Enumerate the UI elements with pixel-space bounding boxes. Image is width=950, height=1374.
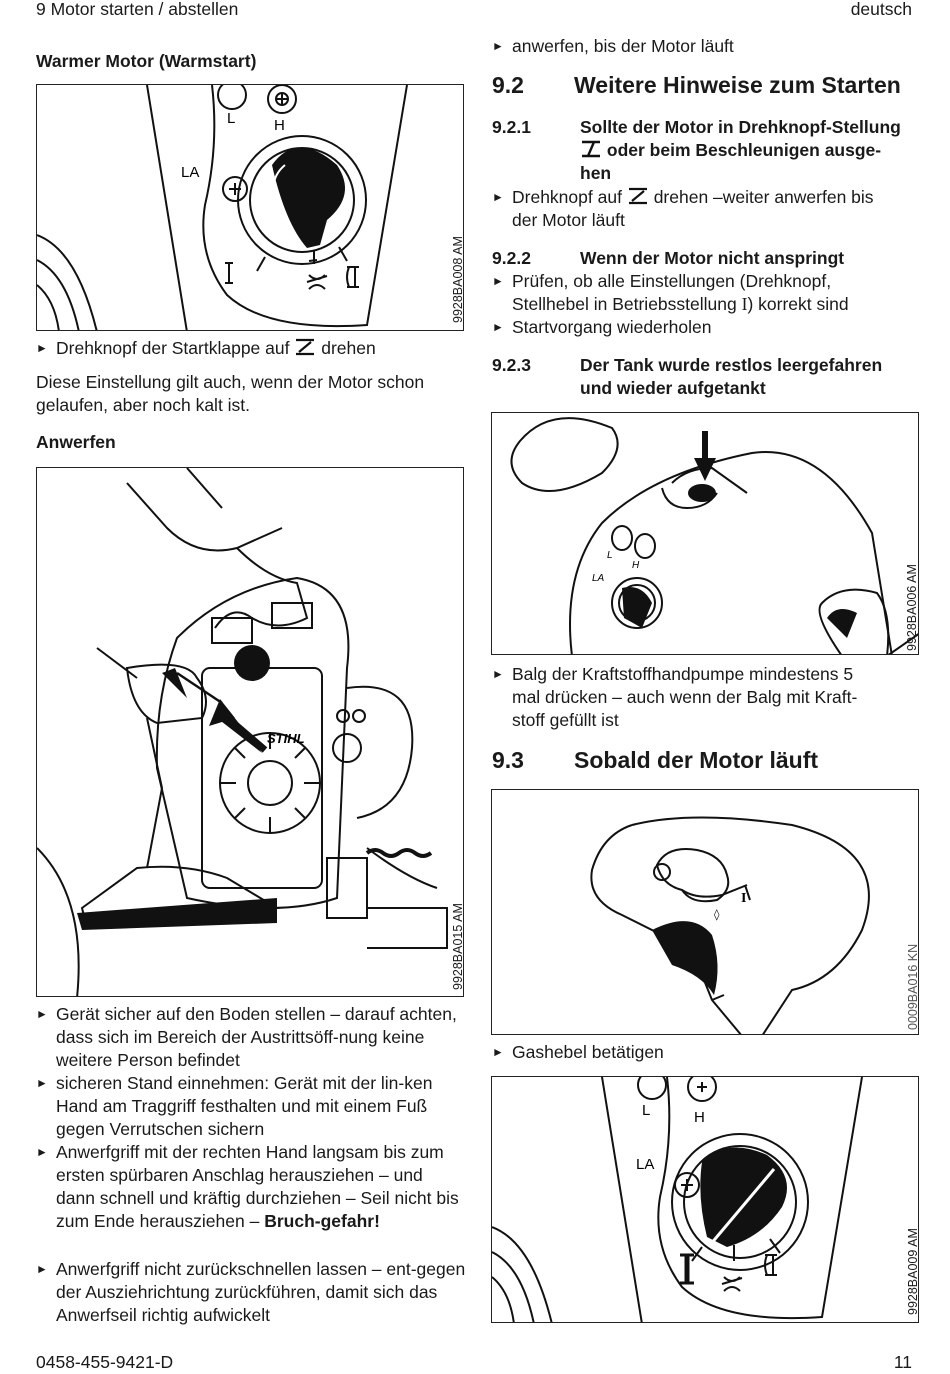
run-position-symbol: I bbox=[741, 294, 748, 314]
figure-code-2: 9928BA015 AM bbox=[451, 903, 464, 990]
section-9-3-number: 9.3 bbox=[492, 747, 524, 773]
bullet-guide-back-starter: ► Anwerfgriff nicht zurückschnellen lasse… bbox=[36, 1258, 466, 1327]
fig3-label-la: LA bbox=[592, 573, 605, 584]
section-9-3-title: Sobald der Motor läuft bbox=[574, 747, 819, 773]
running-header-section: 9 Motor starten / abstellen bbox=[36, 0, 239, 19]
stihl-brand-label: STIHL bbox=[267, 731, 305, 746]
starting-procedure-illustration: STIHL bbox=[37, 468, 448, 996]
figure-fuel-pump-bulb: L H LA 9928BA006 AM bbox=[491, 412, 919, 655]
figure-choke-knob-run: L H LA 9928BA009 AM bbox=[491, 1076, 919, 1323]
bullet-marker: ► bbox=[492, 667, 504, 681]
title-line-2-text: oder beim Beschleunigen ausge- bbox=[606, 140, 882, 160]
bullet-text-b: Stellhebel in Betriebsstellung bbox=[512, 294, 737, 314]
bullet-text: anwerfen, bis der Motor läuft bbox=[512, 36, 734, 56]
bullet-marker: ► bbox=[36, 1145, 48, 1159]
bullet-marker: ► bbox=[492, 320, 504, 334]
bullet-text: Gerät sicher auf den Boden stellen – dar… bbox=[56, 1004, 457, 1070]
note-warm-engine: Diese Einstellung gilt auch, wenn der Mo… bbox=[36, 372, 425, 415]
bullet-text-a: Prüfen, ob alle Einstellungen (Drehknopf… bbox=[512, 271, 832, 291]
fig3-label-l: L bbox=[607, 550, 613, 561]
figure-code-3: 9928BA006 AM bbox=[905, 564, 919, 651]
bullet-turn-choke-knob: ► Drehknopf der Startklappe auf drehen bbox=[36, 337, 476, 360]
running-header-language: deutsch bbox=[850, 0, 912, 19]
bullet-text: Startvorgang wiederholen bbox=[512, 317, 712, 337]
section-9-2-2-number: 9.2.2 bbox=[492, 248, 531, 268]
bullet-text-post: drehen bbox=[321, 338, 376, 358]
bullet-marker: ► bbox=[492, 39, 504, 53]
bullet-place-device: ► Gerät sicher auf den Boden stellen – da… bbox=[36, 1003, 466, 1072]
fig4-stop-mark: ◊ bbox=[714, 908, 720, 921]
bullet-turn-knob-keep-cranking: ► Drehknopf auf drehen –weiter anwerfen … bbox=[492, 186, 942, 232]
fig1-label-la: LA bbox=[181, 164, 199, 181]
figure-code-5: 9928BA009 AM bbox=[906, 1228, 919, 1315]
bullet-line-1: Balg der Kraftstoffhandpumpe mindestens … bbox=[512, 664, 854, 684]
figure-choke-knob-warmstart: L H LA 9928BA008 AM bbox=[36, 84, 464, 331]
bullet-check-settings: ► Prüfen, ob alle Einstellungen (Drehkno… bbox=[492, 270, 942, 316]
warm-start-symbol-icon bbox=[628, 187, 647, 205]
title-line-1: Sollte der Motor in Drehknopf-Stellung bbox=[580, 117, 901, 137]
title-line-1: Der Tank wurde restlos leergefahren bbox=[580, 355, 883, 375]
warm-start-symbol-icon bbox=[296, 338, 315, 356]
bullet-marker: ► bbox=[492, 274, 504, 288]
fig5-label-la: LA bbox=[636, 1156, 654, 1173]
fig5-label-h: H bbox=[694, 1109, 705, 1126]
bullet-text-pre: Drehknopf der Startklappe auf bbox=[56, 338, 290, 358]
throttle-lever-illustration: I ◊ bbox=[590, 816, 870, 1034]
section-9-2-title: Weitere Hinweise zum Starten bbox=[574, 72, 901, 98]
bullet-marker: ► bbox=[36, 1076, 48, 1090]
section-9-2-number: 9.2 bbox=[492, 72, 524, 98]
section-9-2-3-number: 9.2.3 bbox=[492, 355, 531, 375]
section-9-2-1-title: Sollte der Motor in Drehknopf-Stellung o… bbox=[580, 116, 920, 185]
bullet-pull-starter: ► Anwerfgriff mit der rechten Hand langsa… bbox=[36, 1141, 466, 1233]
bullet-marker: ► bbox=[492, 190, 504, 204]
warm-start-heading: Warmer Motor (Warmstart) bbox=[36, 51, 257, 71]
bullet-press-bulb: ► Balg der Kraftstoffhandpumpe mindesten… bbox=[492, 663, 942, 732]
figure-code-4: 0009BA016 KN bbox=[906, 943, 919, 1030]
bullet-marker: ► bbox=[36, 1262, 48, 1276]
fig4-run-mark: I bbox=[741, 891, 746, 906]
bullet-text-line2: der Motor läuft bbox=[512, 210, 625, 230]
choke-knob-run-illustration: L H LA bbox=[492, 1077, 863, 1322]
figure-starting-procedure: STIHL 9928BA015 AM bbox=[36, 467, 464, 997]
bullet-stable-stance: ► sicheren Stand einnehmen: Gerät mit der… bbox=[36, 1072, 466, 1141]
bullet-marker: ► bbox=[36, 341, 48, 355]
bullet-marker: ► bbox=[36, 1007, 48, 1021]
bullet-text: Anwerfgriff mit der rechten Hand langsam… bbox=[56, 1142, 459, 1231]
warning-breakage: Bruch-gefahr! bbox=[264, 1211, 380, 1231]
title-line-2: und wieder aufgetankt bbox=[580, 378, 766, 398]
bullet-text-post: drehen –weiter anwerfen bis bbox=[653, 187, 874, 207]
bullet-marker: ► bbox=[492, 1045, 504, 1059]
fig1-label-h: H bbox=[274, 117, 285, 134]
bullet-text-d: ) korrekt sind bbox=[747, 294, 849, 314]
bullet-crank-until-running: ► anwerfen, bis der Motor läuft bbox=[492, 35, 932, 58]
bullet-text: Gashebel betätigen bbox=[512, 1042, 664, 1062]
section-9-2-2-title: Wenn der Motor nicht anspringt bbox=[580, 248, 845, 268]
anwerfen-heading: Anwerfen bbox=[36, 432, 116, 452]
fuel-pump-illustration: L H LA bbox=[510, 417, 918, 654]
fig3-label-h: H bbox=[632, 560, 640, 571]
choke-knob-illustration: L H LA bbox=[37, 85, 408, 330]
start-position-symbol-icon bbox=[582, 140, 600, 158]
section-9-2-1-number: 9.2.1 bbox=[492, 117, 531, 137]
bullet-press-throttle: ► Gashebel betätigen bbox=[492, 1041, 942, 1064]
title-line-2: oder beim Beschleunigen ausge- bbox=[580, 139, 920, 162]
bullet-text: Anwerfgriff nicht zurückschnellen lassen… bbox=[56, 1259, 466, 1325]
figure-throttle-lever: I ◊ 0009BA016 KN bbox=[491, 789, 919, 1035]
bullet-line-3: stoff gefüllt ist bbox=[512, 710, 619, 730]
bullet-line-2: mal drücken – auch wenn der Balg mit Kra… bbox=[512, 687, 858, 707]
fig1-label-l: L bbox=[227, 110, 235, 127]
footer-page-number: 11 bbox=[893, 1352, 912, 1372]
footer-document-number: 0458-455-9421-D bbox=[36, 1352, 174, 1372]
section-9-2-3-title: Der Tank wurde restlos leergefahren und … bbox=[580, 354, 920, 400]
bullet-repeat-start: ► Startvorgang wiederholen bbox=[492, 316, 942, 339]
bullet-text-pre: Drehknopf auf bbox=[512, 187, 622, 207]
figure-code-1: 9928BA008 AM bbox=[451, 236, 464, 323]
fig5-label-l: L bbox=[642, 1102, 650, 1119]
title-line-3: hen bbox=[580, 163, 612, 183]
bullet-text: sicheren Stand einnehmen: Gerät mit der … bbox=[56, 1073, 433, 1139]
